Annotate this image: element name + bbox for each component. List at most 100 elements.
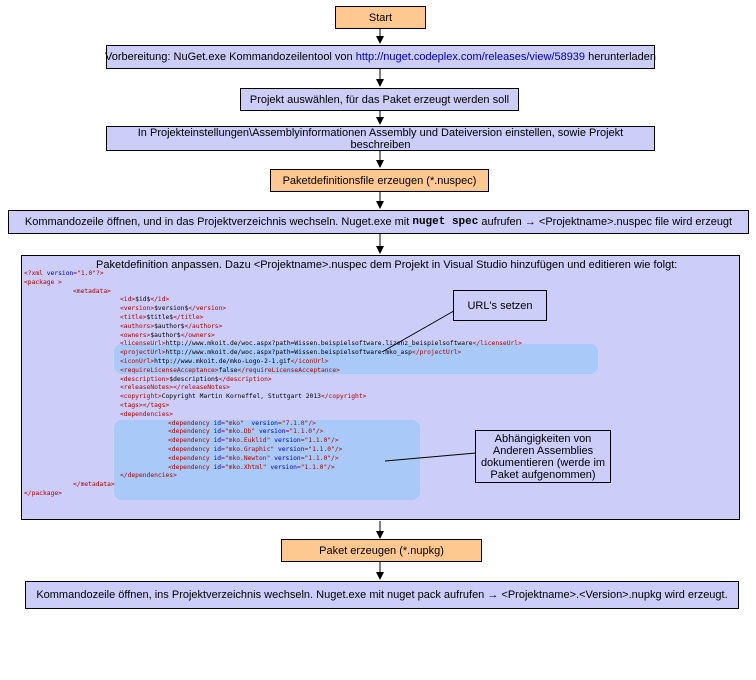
xml-tag: <dependency — [168, 463, 214, 471]
xml-value: $description$ — [169, 375, 219, 383]
xml-tag: ="1.1.0"/> — [304, 446, 343, 453]
dependencies-callout-line — [384, 452, 477, 462]
xml-tag: <requireLicenseAcceptance> — [120, 366, 219, 374]
xml-tag: <package > — [24, 278, 62, 286]
xml-tag: </tags> — [142, 402, 170, 409]
xml-tag: <version> — [120, 305, 155, 313]
xml-tag: </authors> — [184, 322, 223, 330]
xml-line: <dependency id="mko.Db" version="1.1.0"/… — [168, 428, 323, 437]
xml-line: <package > — [24, 279, 62, 288]
xml-line: <copyright>Copyright Martin Korneffel, S… — [120, 393, 366, 402]
xml-value: $id$ — [135, 296, 151, 304]
create-nuspec-node: Paketdefinitionsfile erzeugen (*.nuspec) — [270, 169, 489, 192]
dependencies-callout: Abhängigkeiten von Anderen Assemblies do… — [475, 430, 611, 483]
xml-attribute: version — [274, 454, 301, 462]
xml-value: Copyright Martin Korneffel, Stuttgart 20… — [161, 393, 321, 401]
xml-tag: <releaseNotes> — [120, 384, 174, 392]
create-package-node: Paket erzeugen (*.nupkg) — [281, 539, 482, 562]
xml-tag: <owners> — [120, 331, 151, 339]
xml-tag: ="1.1.0"/> — [285, 428, 324, 436]
xml-line: <dependency id="mko.Graphic" version="1.… — [168, 446, 342, 455]
xml-tag: <licenseUrl> — [120, 340, 166, 348]
nuspec-edit-heading: Paketdefinition anpassen. Dazu <Projektn… — [96, 259, 678, 271]
prep-text-after: herunterladen — [585, 51, 656, 63]
xml-tag: </version> — [188, 305, 227, 313]
xml-line: <dependency id="mko.Xhtml" version="1.1.… — [168, 464, 335, 473]
xml-line: <description>$description$</description> — [120, 376, 272, 385]
xml-line: <version>$version$</version> — [120, 305, 226, 314]
xml-tag: </requireLicenseAcceptance> — [237, 366, 340, 374]
xml-tag: <projectUrl> — [120, 349, 166, 357]
nuget-download-link[interactable]: http://nuget.codeplex.com/releases/view/… — [355, 51, 586, 63]
xml-attribute: id — [213, 428, 222, 436]
xml-value: $title$ — [146, 314, 174, 321]
dependencies-highlight — [114, 420, 420, 500]
xml-line: <requireLicenseAcceptance>false</require… — [120, 367, 340, 376]
xml-line: <releaseNotes></releaseNotes> — [120, 384, 230, 393]
xml-line: <tags></tags> — [120, 402, 169, 411]
xml-line: <licenseUrl>http://www.mkoit.de/woc.aspx… — [120, 340, 522, 349]
xml-line: <owners>$author$</owners> — [120, 332, 215, 341]
xml-attribute: version — [277, 446, 305, 453]
xml-tag: ="1.1.0"/> — [296, 463, 335, 471]
xml-value: http://www.mkoit.de/mko-Logo-2-1.gif — [154, 358, 291, 365]
spec-text-before: Kommandozeile öffnen, und in das Projekt… — [24, 216, 413, 228]
xml-attribute: version — [259, 428, 286, 436]
xml-tag: </licenseUrl> — [472, 340, 522, 348]
xml-line: <id>$id$</id> — [120, 296, 169, 305]
xml-tag: <authors> — [120, 322, 155, 330]
xml-value: false — [218, 366, 238, 374]
spec-command-code: nuget spec — [412, 216, 479, 228]
xml-line: <metadata> — [73, 288, 111, 297]
xml-tag: </copyright> — [320, 393, 367, 401]
prep-step: Vorbereitung: NuGet.exe Kommandozeilento… — [105, 45, 656, 69]
xml-tag: <?xml — [24, 270, 47, 277]
xml-tag: <iconUrl> — [120, 358, 155, 365]
xml-value: http://www.mkoit.de/woc.aspx?path=Wissen… — [165, 340, 473, 348]
xml-tag: </iconUrl> — [290, 358, 329, 365]
xml-line: <?xml version="1.0"?> — [24, 270, 104, 279]
xml-tag: ="7.1.0"/> — [277, 419, 316, 427]
xml-tag: ="1.0"?> — [73, 270, 104, 277]
xml-line: <authors>$author$</authors> — [120, 323, 222, 332]
xml-tag: ="mko.Euklid" — [221, 437, 275, 445]
xml-tag: <metadata> — [73, 287, 111, 295]
xml-tag: <dependency — [168, 437, 214, 445]
xml-attribute: version — [270, 463, 297, 471]
xml-value: $author$ — [150, 331, 181, 339]
xml-value: $version$ — [154, 305, 189, 313]
xml-tag: </id> — [150, 296, 170, 304]
xml-tag: ="mko.Newton" — [221, 454, 275, 462]
xml-attribute: id — [213, 446, 222, 453]
nuspec-edit-step: Paketdefinition anpassen. Dazu <Projektn… — [21, 255, 740, 520]
xml-tag: <dependency — [168, 446, 214, 453]
xml-line: <dependency id="mko.Newton" version="1.1… — [168, 455, 339, 464]
assembly-info-step: In Projekteinstellungen\Assemblyinformat… — [106, 126, 655, 151]
xml-value: http://www.mkoit.de/woc.aspx?path=Wissen… — [165, 349, 412, 357]
select-project-step: Projekt auswählen, für das Paket erzeugt… — [240, 88, 519, 111]
xml-tag: </dependencies> — [120, 472, 177, 480]
xml-tag: ="mko" — [221, 419, 248, 427]
xml-tag: <copyright> — [120, 393, 162, 401]
xml-tag: </description> — [218, 375, 272, 383]
spec-text-after: aufrufen → <Projektname>.nuspec file wir… — [478, 216, 733, 228]
xml-value: $author$ — [154, 322, 185, 330]
xml-tag: ="mko.Db" — [221, 428, 260, 436]
xml-tag: </releaseNotes> — [173, 384, 230, 392]
url-callout: URL's setzen — [453, 290, 547, 321]
pack-command-step: Kommandozeile öffnen, ins Projektverzeic… — [25, 581, 739, 609]
xml-tag: <dependency — [168, 454, 214, 462]
spec-command-step: Kommandozeile öffnen, und in das Projekt… — [8, 210, 749, 234]
xml-attribute: id — [213, 437, 222, 445]
xml-tag: ="1.1.0"/> — [300, 454, 339, 462]
xml-tag: <dependencies> — [120, 410, 174, 418]
xml-tag: </metadata> — [73, 481, 115, 489]
xml-line: <iconUrl>http://www.mkoit.de/mko-Logo-2-… — [120, 358, 329, 367]
start-node: Start — [335, 6, 426, 29]
xml-attribute: id — [213, 419, 222, 427]
xml-line: </package> — [24, 490, 62, 499]
xml-tag: <dependency — [168, 419, 214, 427]
xml-line: <title>$title$</title> — [120, 314, 203, 323]
url-highlight — [114, 344, 598, 374]
